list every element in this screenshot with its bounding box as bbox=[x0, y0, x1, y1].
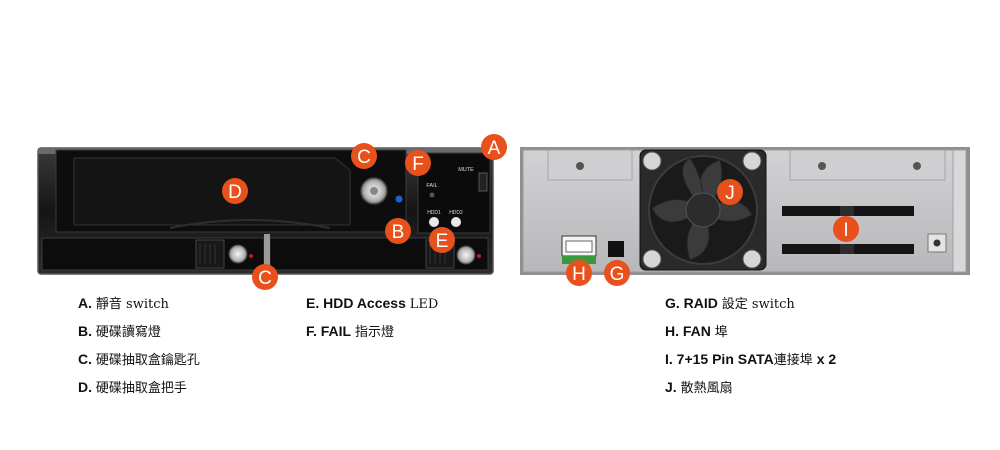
legend-item-e: E. HDD Access LED bbox=[306, 289, 438, 317]
legend-suffix: x 2 bbox=[812, 351, 837, 367]
legend-middle: E. HDD Access LED F. FAIL 指示燈 bbox=[306, 289, 438, 345]
marker-c-top: C bbox=[351, 143, 377, 169]
front-view: MUTE FAIL HDD1 HDD2 bbox=[37, 147, 494, 275]
marker-c-top-label: C bbox=[357, 147, 371, 168]
legend-text: 連接埠 bbox=[773, 353, 813, 368]
legend-right: G. RAID 設定 switch H. FAN 埠 I. 7+15 Pin S… bbox=[665, 289, 836, 401]
legend-item-i: I. 7+15 Pin SATA連接埠 x 2 bbox=[665, 345, 836, 373]
screw-hole-2 bbox=[818, 162, 826, 170]
legend-item-c: C. 硬碟抽取盒鑰匙孔 bbox=[78, 345, 200, 373]
screw-hole-1 bbox=[576, 162, 584, 170]
red-led-lower-right bbox=[477, 254, 481, 258]
lower-divider bbox=[264, 234, 270, 272]
legend-key: A. bbox=[78, 295, 92, 311]
marker-g-label: G bbox=[610, 264, 625, 285]
fan-header-pins bbox=[565, 240, 593, 253]
mute-switch[interactable] bbox=[478, 172, 488, 192]
legend-item-b: B. 硬碟讀寫燈 bbox=[78, 317, 200, 345]
marker-f-label: F bbox=[412, 154, 424, 175]
hdd1-label: HDD1 bbox=[427, 210, 441, 216]
sata-lower-notch bbox=[840, 244, 854, 254]
hdd2-led bbox=[451, 217, 461, 227]
screw-hole-3 bbox=[913, 162, 921, 170]
legend-key: C. bbox=[78, 351, 92, 367]
marker-i-label: I bbox=[843, 220, 848, 241]
marker-f: F bbox=[405, 150, 431, 176]
tray-handle-ridge bbox=[169, 219, 331, 229]
legend-text: 散熱風扇 bbox=[680, 381, 733, 396]
rear-top-tab-right bbox=[789, 149, 946, 181]
fan-screw-bl bbox=[642, 249, 662, 269]
legend-item-f: F. FAIL 指示燈 bbox=[306, 317, 438, 345]
legend-key: D. bbox=[78, 379, 92, 395]
legend-text: 硬碟抽取盒鑰匙孔 bbox=[95, 353, 200, 368]
red-led-lower-left bbox=[249, 254, 253, 258]
legend-text: 設定 switch bbox=[721, 297, 795, 312]
marker-h: H bbox=[566, 260, 592, 286]
fan-screw-tl bbox=[642, 151, 662, 171]
markers: A C F D B E C J I H G bbox=[222, 134, 859, 290]
rear-view bbox=[520, 147, 970, 275]
fail-label: FAIL bbox=[426, 183, 437, 189]
legend-text: 靜音 switch bbox=[95, 297, 169, 312]
rear-top-tab-left bbox=[547, 149, 633, 181]
marker-e: E bbox=[429, 227, 455, 253]
marker-a: A bbox=[481, 134, 507, 160]
keylock-lower-left[interactable] bbox=[228, 244, 248, 264]
fan-screw-br bbox=[742, 249, 762, 269]
legend-item-h: H. FAN 埠 bbox=[665, 317, 836, 345]
legend-text: 埠 bbox=[714, 325, 728, 340]
legend-key: F. FAIL bbox=[306, 323, 352, 339]
marker-d-label: D bbox=[228, 182, 242, 203]
legend-key: H. FAN bbox=[665, 323, 711, 339]
marker-j-label: J bbox=[725, 183, 735, 204]
legend-left: A. 靜音 switch B. 硬碟讀寫燈 C. 硬碟抽取盒鑰匙孔 D. 硬碟抽… bbox=[78, 289, 200, 401]
hdd1-led bbox=[429, 217, 439, 227]
marker-h-label: H bbox=[572, 264, 586, 285]
legend-item-a: A. 靜音 switch bbox=[78, 289, 200, 317]
marker-a-label: A bbox=[488, 138, 501, 159]
legend-key: J. bbox=[665, 379, 677, 395]
fail-led bbox=[429, 192, 435, 198]
marker-d: D bbox=[222, 178, 248, 204]
marker-b: B bbox=[385, 218, 411, 244]
marker-i: I bbox=[833, 216, 859, 242]
rear-square-hole-dot bbox=[933, 239, 941, 247]
legend-item-g: G. RAID 設定 switch bbox=[665, 289, 836, 317]
raid-setting-switch[interactable] bbox=[608, 241, 624, 257]
legend-key: E. HDD Access bbox=[306, 295, 406, 311]
marker-j: J bbox=[717, 179, 743, 205]
legend-text: LED bbox=[409, 297, 439, 312]
legend-key: B. bbox=[78, 323, 92, 339]
tray-handle-d bbox=[73, 157, 351, 226]
fan-screw-tr bbox=[742, 151, 762, 171]
hdd-activity-led bbox=[395, 195, 403, 203]
keylock-upper-slot bbox=[370, 187, 378, 195]
marker-c-bottom: C bbox=[252, 264, 278, 290]
marker-c-bottom-label: C bbox=[258, 268, 272, 289]
fan-hub bbox=[685, 192, 721, 228]
legend-key: G. RAID bbox=[665, 295, 718, 311]
marker-g: G bbox=[604, 260, 630, 286]
hdd2-label: HDD2 bbox=[449, 210, 463, 216]
marker-e-label: E bbox=[436, 231, 449, 252]
lower-tray-right bbox=[269, 237, 489, 271]
mute-label: MUTE bbox=[458, 167, 474, 173]
legend-text: 硬碟抽取盒把手 bbox=[95, 381, 187, 396]
legend-item-d: D. 硬碟抽取盒把手 bbox=[78, 373, 200, 401]
marker-b-label: B bbox=[392, 222, 405, 243]
sata-upper-notch bbox=[840, 206, 854, 216]
legend-key: I. 7+15 Pin SATA bbox=[665, 351, 774, 367]
rear-right-flange bbox=[952, 149, 967, 273]
legend-text: 指示燈 bbox=[355, 325, 395, 340]
legend-item-j: J. 散熱風扇 bbox=[665, 373, 836, 401]
keylock-lower-right[interactable] bbox=[456, 245, 476, 265]
legend-text: 硬碟讀寫燈 bbox=[95, 325, 161, 340]
